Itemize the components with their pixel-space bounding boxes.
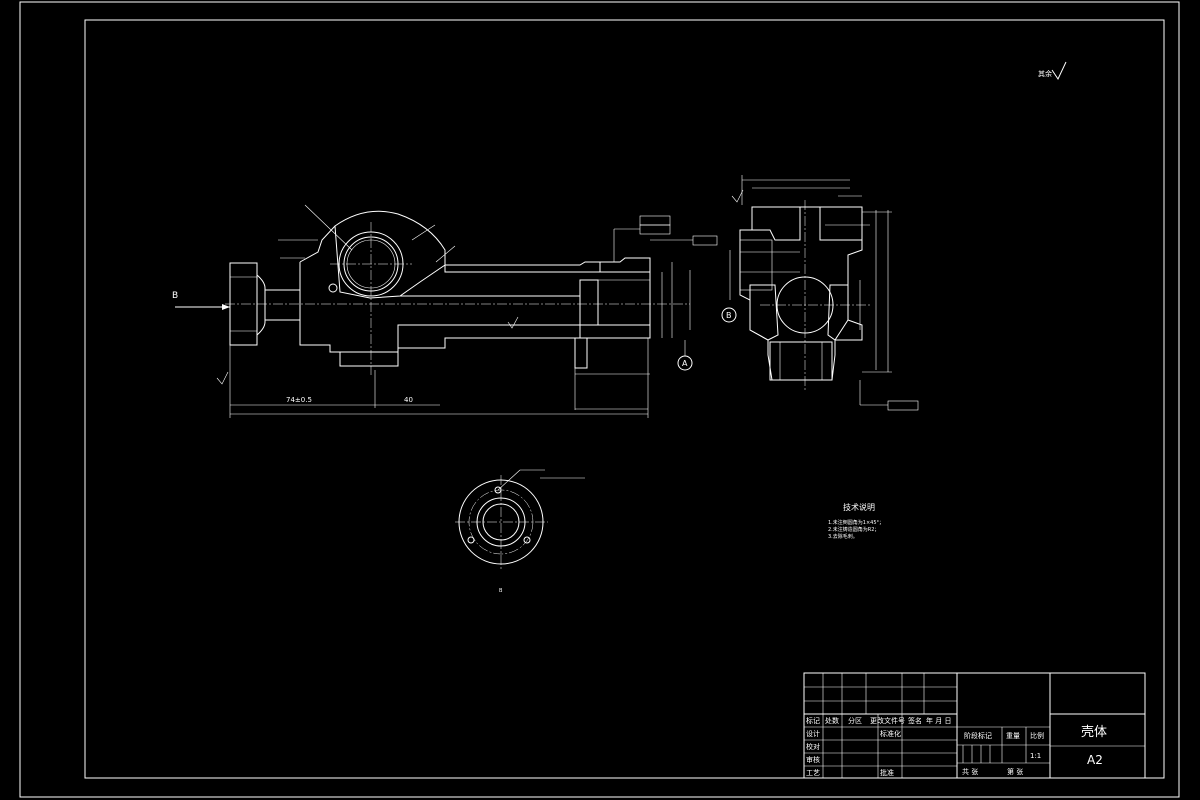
tb-scale: 比例: [1030, 731, 1044, 740]
tech-note-3: 3.去除毛刺。: [828, 533, 858, 540]
tb-weight: 重量: [1006, 732, 1020, 740]
tb-header-doc: 更改文件号: [870, 716, 905, 725]
tb-scale-value: 1:1: [1030, 752, 1041, 760]
tb-sheet-no: 第 张: [1007, 767, 1023, 776]
tb-header-zone: 分区: [848, 716, 862, 725]
tb-review: 审核: [806, 755, 820, 764]
dim-74: 74±0.5: [286, 396, 312, 404]
roughness-symbol: 其余: [1038, 61, 1067, 81]
tb-check: 校对: [806, 742, 820, 751]
roughness-label: 其余: [1038, 69, 1052, 78]
tb-design: 设计: [806, 729, 820, 738]
tb-standard: 标准化: [880, 729, 901, 738]
tb-sheet-total: 共 张: [962, 767, 978, 776]
tb-header-sign: 签名: [908, 716, 922, 725]
tech-note-2: 2.未注铸造圆角为R2；: [828, 526, 879, 533]
tb-header-mark: 标记: [806, 716, 820, 725]
tech-note-1: 1.未注倒圆角为1×45°；: [828, 519, 884, 526]
tb-header-count: 处数: [825, 716, 839, 725]
view-b-label-right: B: [726, 311, 732, 320]
datum-a-label: A: [682, 359, 688, 368]
inner-border: [84, 19, 1165, 779]
dim-40: 40: [404, 396, 413, 404]
flange-view: B: [455, 469, 585, 594]
side-view: B: [721, 175, 919, 411]
tb-process: 工艺: [806, 769, 820, 777]
tech-notes-title: 技术说明: [843, 502, 875, 512]
front-view: A B 74±0.5 40: [172, 204, 718, 418]
view-b-label-left: B: [172, 291, 178, 301]
outer-border: [19, 1, 1180, 798]
flange-view-label: B: [499, 588, 503, 594]
tb-stage: 阶段标记: [964, 731, 992, 740]
tb-part-name: 壳体: [1081, 725, 1107, 740]
tb-approve: 批准: [880, 768, 894, 777]
title-block: 标记 处数 分区 更改文件号 签名 年 月 日 设计 校对 审核 工艺 标准化 …: [803, 672, 1146, 779]
tech-notes: 技术说明 1.未注倒圆角为1×45°； 2.未注铸造圆角为R2； 3.去除毛刺。: [828, 502, 884, 540]
tb-sheet-size: A2: [1087, 753, 1103, 767]
tb-header-date: 年 月 日: [926, 716, 951, 725]
